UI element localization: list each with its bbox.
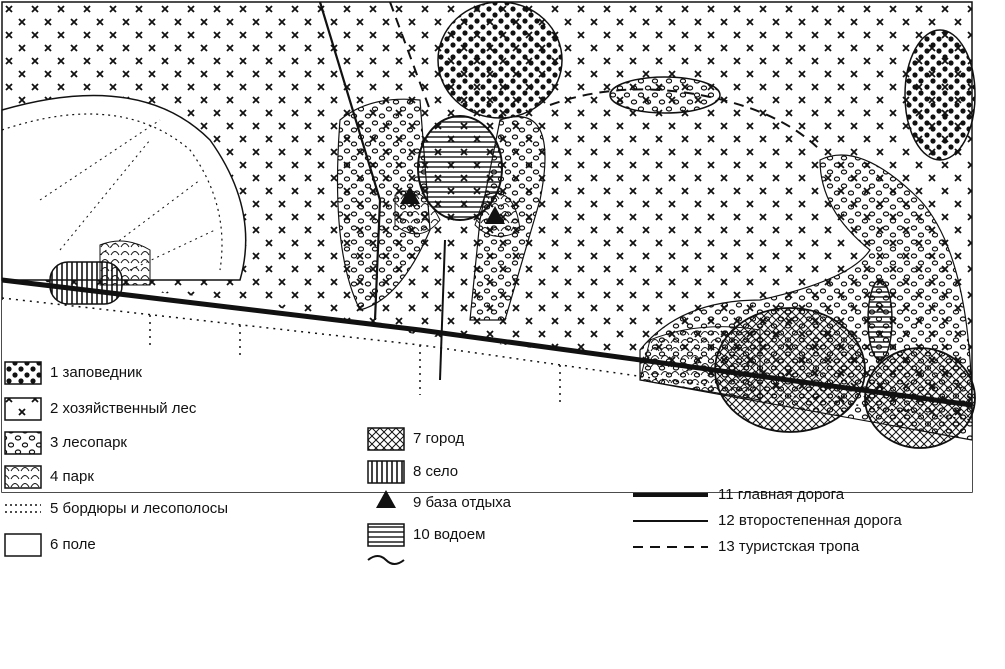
legend-swatches [4,361,708,565]
shelterbelt-south [1,297,973,421]
legend-item-4: 4 парк [50,468,94,485]
city-area-west [714,307,866,433]
secondary-road-center [439,239,446,381]
water-body [417,115,503,221]
legend-item-1: 1 заповедник [50,364,142,381]
legend-item-7: 7 город [413,430,464,447]
legend-label-8: 8 село [413,463,459,480]
legend-label-10: 10 водоем [413,526,486,543]
forest-park-center [336,98,431,311]
legend-label-7: 7 город [413,430,465,447]
legend-label-13: 13 туристская тропа [718,538,860,555]
forest-park-north [609,76,721,114]
legend-item-3: 3 лесопарк [50,434,127,451]
legend-label-2: 2 хозяйственный лес [50,400,197,417]
recreation-base-1 [400,186,420,204]
legend-label-11: 11 главная дорога [718,486,845,503]
legend-item-6: 6 поле [50,536,96,553]
tourist-trail [389,1,821,151]
legend-label-5: 5 бордюры и лесополосы [50,500,229,517]
legend-item-10: 10 водоем [413,526,485,543]
legend-item-8: 8 село [413,463,458,480]
reserve-east [904,29,976,161]
reserve-north [437,1,563,119]
water-body-east [867,279,893,361]
legend-label-12: 12 второстепенная дорога [718,512,902,529]
field-area [2,300,972,492]
legend-item-2: 2 хозяйственный лес [50,400,196,417]
legend-label-6: 6 поле [50,536,96,553]
legend-item-11: 11 главная дорога [718,486,844,503]
legend-item-5: 5 бордюры и лесополосы [50,500,228,517]
legend-label-3: 3 лесопарк [50,434,127,451]
legend-label-1: 1 заповедник [50,364,142,381]
main-road [1,277,973,408]
legend-label-4: 4 парк [50,468,94,485]
legend-item-9: 9 база отдыха [413,494,511,511]
radial-park [1,94,247,281]
secondary-road-west [318,1,382,321]
village-area [49,261,123,305]
legend-item-12: 12 второстепенная дорога [718,512,902,529]
legend-label-9: 9 база отдыха [413,494,511,511]
recreation-base-2 [485,206,505,224]
legend-item-13: 13 туристская тропа [718,538,859,555]
